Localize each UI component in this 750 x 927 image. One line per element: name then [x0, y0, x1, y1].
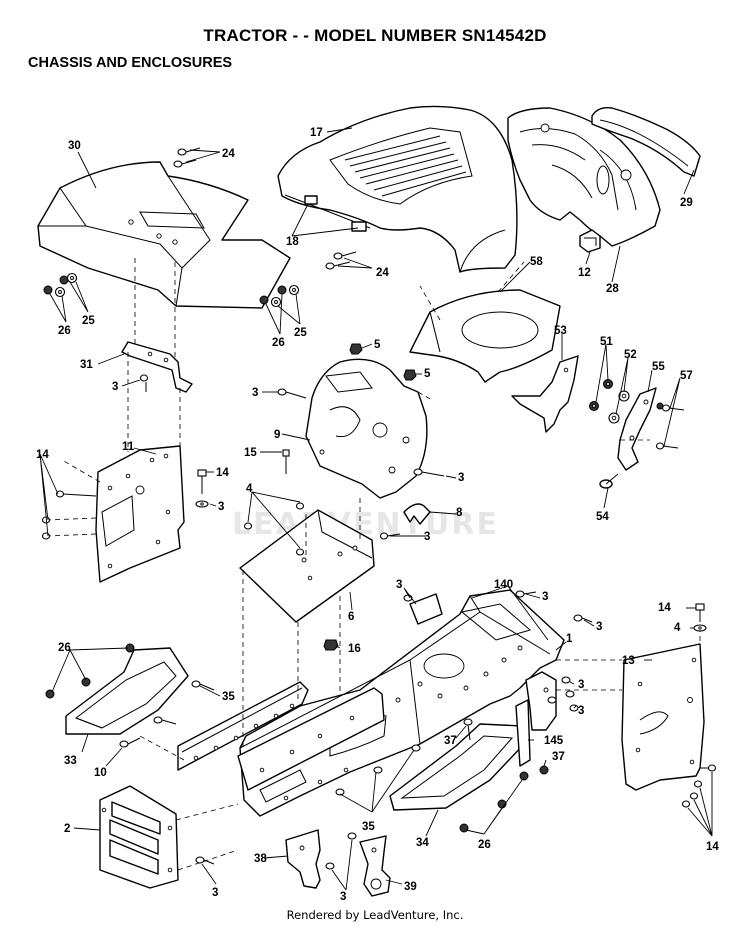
callout-label: 17: [310, 127, 323, 139]
callout-label: 52: [624, 349, 637, 361]
callout-label: 3: [112, 381, 118, 393]
callout-label: 13: [622, 655, 635, 667]
callout-label: 3: [340, 891, 346, 903]
callout-label: 24: [376, 267, 389, 279]
dash-bracket-58[interactable]: [409, 289, 561, 383]
fasteners[interactable]: [41, 147, 717, 870]
knob-54[interactable]: [599, 473, 619, 489]
callout-label: 2: [64, 823, 70, 835]
callout-label: 29: [680, 197, 693, 209]
callout-label: 16: [348, 643, 361, 655]
clip-12[interactable]: [579, 229, 601, 253]
callout-label: 37: [444, 735, 457, 747]
callout-label: 9: [274, 429, 280, 441]
callout-label: 35: [222, 691, 235, 703]
callout-label: 26: [272, 337, 285, 349]
callout-label: 30: [68, 140, 81, 152]
assembly-lines: [47, 258, 701, 871]
callout-label: 3: [396, 579, 402, 591]
callout-label: 14: [658, 602, 671, 614]
callout-label: 3: [596, 621, 602, 633]
frame-brace[interactable]: [525, 671, 557, 731]
callout-label: 4: [246, 483, 253, 495]
callout-label: 25: [294, 327, 307, 339]
callout-label: 8: [456, 507, 463, 519]
bracket-39[interactable]: [359, 835, 391, 897]
callout-label: 15: [244, 447, 257, 459]
callout-label: 26: [478, 839, 491, 851]
nose-trim-29[interactable]: [591, 106, 701, 177]
callout-label: 51: [600, 336, 613, 348]
callout-label: 12: [578, 267, 591, 279]
bracket-31[interactable]: [121, 341, 193, 393]
callout-label: 1: [566, 633, 573, 645]
callout-label: 14: [216, 467, 229, 479]
callout-label: 6: [348, 611, 354, 623]
front-grille-28[interactable]: [507, 107, 661, 247]
callout-label: 4: [674, 622, 681, 634]
callout-label: 3: [218, 501, 224, 513]
callout-label: 53: [554, 325, 567, 337]
callout-label: 57: [680, 370, 693, 382]
callout-label: 140: [494, 579, 513, 591]
bracket-38[interactable]: [285, 829, 321, 889]
front-plate-2[interactable]: [99, 785, 179, 889]
callout-label: 38: [254, 853, 267, 865]
callout-label: 145: [544, 735, 564, 747]
panel-9[interactable]: [305, 358, 428, 499]
callout-label: 11: [122, 441, 135, 453]
leader-lines: [39, 127, 713, 891]
callout-label: 31: [80, 359, 93, 371]
page-title: TRACTOR - - MODEL NUMBER SN14542D: [203, 26, 547, 45]
callout-label: 37: [552, 751, 565, 763]
callout-label: 3: [252, 387, 258, 399]
callout-label: 3: [578, 679, 584, 691]
bracket-55[interactable]: [617, 387, 657, 471]
callout-label: 58: [530, 256, 543, 268]
footer-credit: Rendered by LeadVenture, Inc.: [286, 908, 464, 922]
section-title: CHASSIS AND ENCLOSURES: [28, 55, 233, 71]
callout-label: 5: [374, 339, 381, 351]
callout-label: 28: [606, 283, 619, 295]
callout-label: 26: [58, 325, 71, 337]
side-panel-13[interactable]: [621, 643, 705, 791]
callout-label: 26: [58, 642, 71, 654]
callout-label: 18: [286, 236, 299, 248]
callout-label: 3: [424, 531, 430, 543]
callout-label: 10: [94, 767, 107, 779]
footrest-33[interactable]: [65, 647, 189, 735]
callout-label: 33: [64, 755, 77, 767]
callout-label: 3: [212, 887, 218, 899]
rear-fender-30[interactable]: [37, 161, 291, 309]
bracket-group-51[interactable]: [589, 379, 630, 424]
callout-label: 35: [362, 821, 375, 833]
callout-label: 55: [652, 361, 665, 373]
callout-label: 34: [416, 837, 429, 849]
callout-label: 3: [578, 705, 584, 717]
callout-labels: 30 24 17 29 18 12 28 24 58 26 25 26 25 5…: [36, 127, 719, 903]
floor-plate-6[interactable]: [239, 509, 375, 623]
frame-rail[interactable]: [177, 681, 385, 791]
callout-label: 39: [404, 881, 417, 893]
support-145[interactable]: [515, 699, 531, 767]
callout-label: 5: [424, 368, 431, 380]
clip-8[interactable]: [403, 503, 431, 525]
callout-label: 14: [36, 449, 49, 461]
callout-label: 25: [82, 315, 95, 327]
callout-label: 54: [596, 511, 609, 523]
callout-label: 3: [542, 591, 548, 603]
bracket-53[interactable]: [511, 355, 579, 433]
callout-label: 24: [222, 148, 235, 160]
callout-label: 3: [458, 472, 464, 484]
hood-17[interactable]: [277, 105, 518, 273]
side-panel-11[interactable]: [95, 445, 185, 583]
callout-label: 14: [706, 841, 719, 853]
